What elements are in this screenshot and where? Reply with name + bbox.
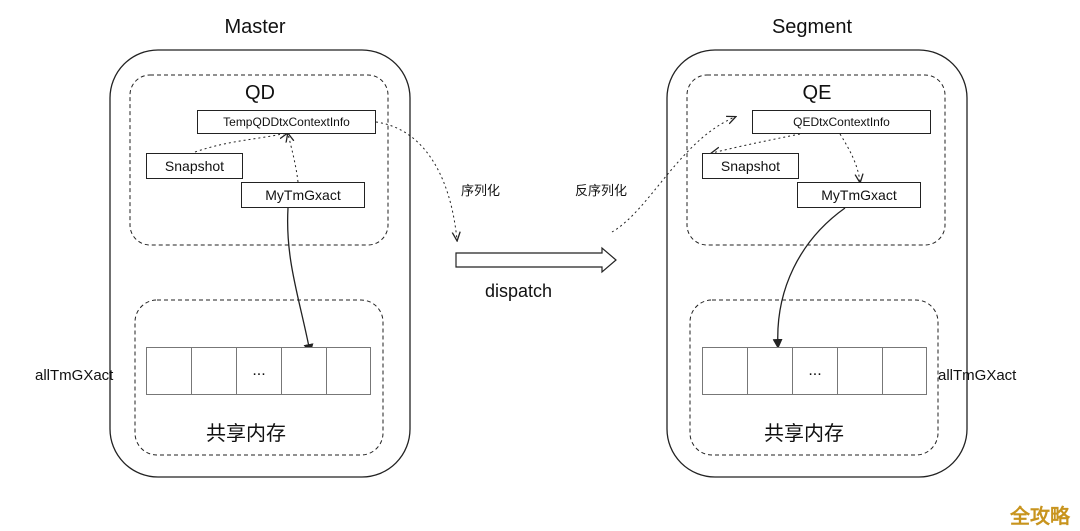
qe-box: [686, 74, 946, 246]
array-cell: [747, 347, 793, 395]
array-cell: [146, 347, 192, 395]
master-alltmgxact-array: ...: [146, 347, 371, 395]
segment-snapshot-node: Snapshot: [702, 153, 799, 179]
watermark-logo: 全攻略: [1010, 504, 1070, 528]
dispatch-arrow: [455, 246, 617, 274]
segment-alltmgxact-array: ...: [702, 347, 927, 395]
segment-title: Segment: [771, 16, 853, 38]
array-cell-ellipsis: ...: [792, 347, 838, 395]
context-to-snapshot-arrow: [712, 133, 801, 153]
segment-array-label: allTmGXact: [938, 367, 1017, 384]
array-cell: [326, 347, 371, 395]
master-mytmgxact-node: MyTmGxact: [241, 182, 365, 208]
deserialize-arrow: [611, 117, 735, 233]
array-cell: [281, 347, 327, 395]
dispatch-label: dispatch: [485, 281, 553, 301]
serialize-arrow: [375, 121, 457, 240]
segment-container: [666, 49, 968, 478]
temp-qd-dtx-context-info-node: TempQDDtxContextInfo: [197, 110, 376, 134]
mytmgxact-to-context-arrow: [288, 134, 299, 183]
segment-mytmgxact-node: MyTmGxact: [797, 182, 921, 208]
qe-dtx-context-info-node: QEDtxContextInfo: [752, 110, 931, 134]
qd-box: [129, 74, 389, 246]
master-title: Master: [224, 16, 286, 38]
array-cell: [882, 347, 927, 395]
master-snapshot-node: Snapshot: [146, 153, 243, 179]
qe-title: QE: [802, 82, 832, 104]
deserialize-label: 反序列化: [575, 184, 628, 199]
master-mytmgxact-to-array-arrow: [286, 207, 314, 354]
snapshot-to-context-arrow: [194, 133, 287, 153]
array-cell: [837, 347, 883, 395]
segment-shared-memory-label: 共享内存: [764, 421, 844, 445]
array-cell: [191, 347, 237, 395]
array-cell: [702, 347, 748, 395]
array-cell-ellipsis: ...: [236, 347, 282, 395]
context-to-mytmgxact-arrow: [839, 133, 860, 182]
master-shared-memory-label: 共享内存: [206, 421, 286, 445]
master-shared-memory-box: [134, 299, 384, 456]
master-array-label: allTmGXact: [35, 367, 114, 384]
serialize-label: 序列化: [461, 184, 501, 199]
master-container: [109, 49, 411, 478]
segment-shared-memory-box: [689, 299, 939, 456]
segment-mytmgxact-to-array-arrow: [772, 207, 846, 349]
qd-title: QD: [245, 82, 275, 104]
